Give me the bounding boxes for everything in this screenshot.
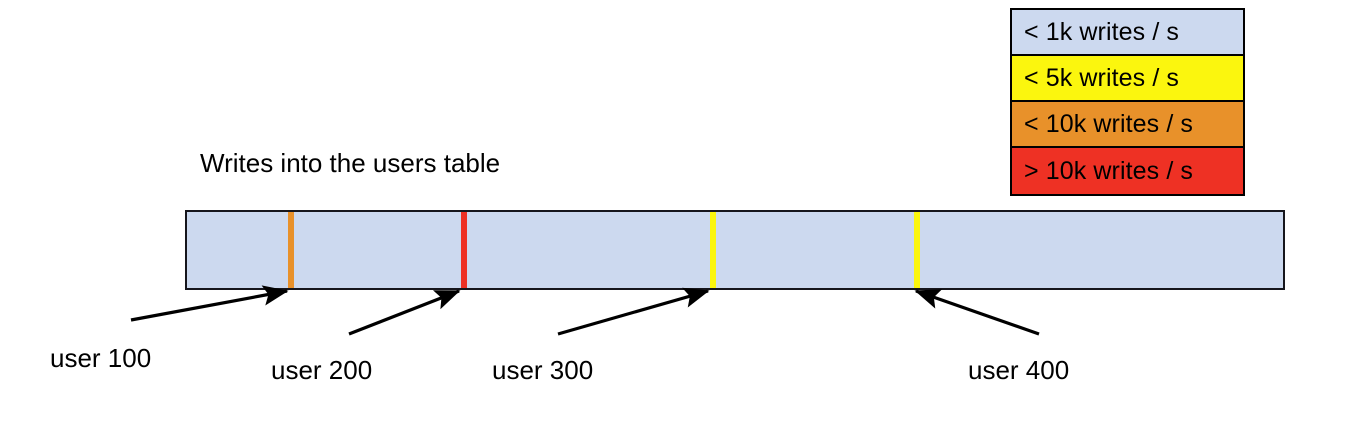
bar-body: [185, 210, 1285, 290]
marker-label-user-100: user 100: [50, 343, 152, 373]
legend-label-under-1k: < 1k writes / s: [1024, 17, 1180, 46]
hot-stripe-user-100: [288, 212, 294, 288]
legend-row-under-5k: < 5k writes / s: [1012, 56, 1243, 102]
arrow-user-200: [348, 289, 461, 336]
hot-stripe-user-300: [710, 212, 716, 288]
hot-stripe-user-400: [914, 212, 920, 288]
users-table-keyrange-bar: [185, 210, 1285, 290]
chart-title: Writes into the users table: [200, 148, 501, 178]
arrow-user-300: [557, 287, 710, 336]
legend-label-over-10k: > 10k writes / s: [1024, 156, 1194, 185]
write-rate-legend: < 1k writes / s < 5k writes / s < 10k wr…: [1010, 8, 1245, 196]
legend-row-over-10k: > 10k writes / s: [1012, 148, 1243, 194]
marker-label-user-200: user 200: [271, 355, 373, 385]
legend-row-under-10k: < 10k writes / s: [1012, 102, 1243, 148]
hot-stripe-user-200: [461, 212, 467, 288]
marker-label-user-300: user 300: [492, 355, 594, 385]
marker-label-user-400: user 400: [968, 355, 1070, 385]
legend-label-under-5k: < 5k writes / s: [1024, 63, 1180, 92]
arrow-user-400: [914, 289, 1040, 336]
legend-label-under-10k: < 10k writes / s: [1024, 109, 1194, 138]
legend-row-under-1k: < 1k writes / s: [1012, 10, 1243, 56]
arrow-user-100: [130, 285, 289, 322]
